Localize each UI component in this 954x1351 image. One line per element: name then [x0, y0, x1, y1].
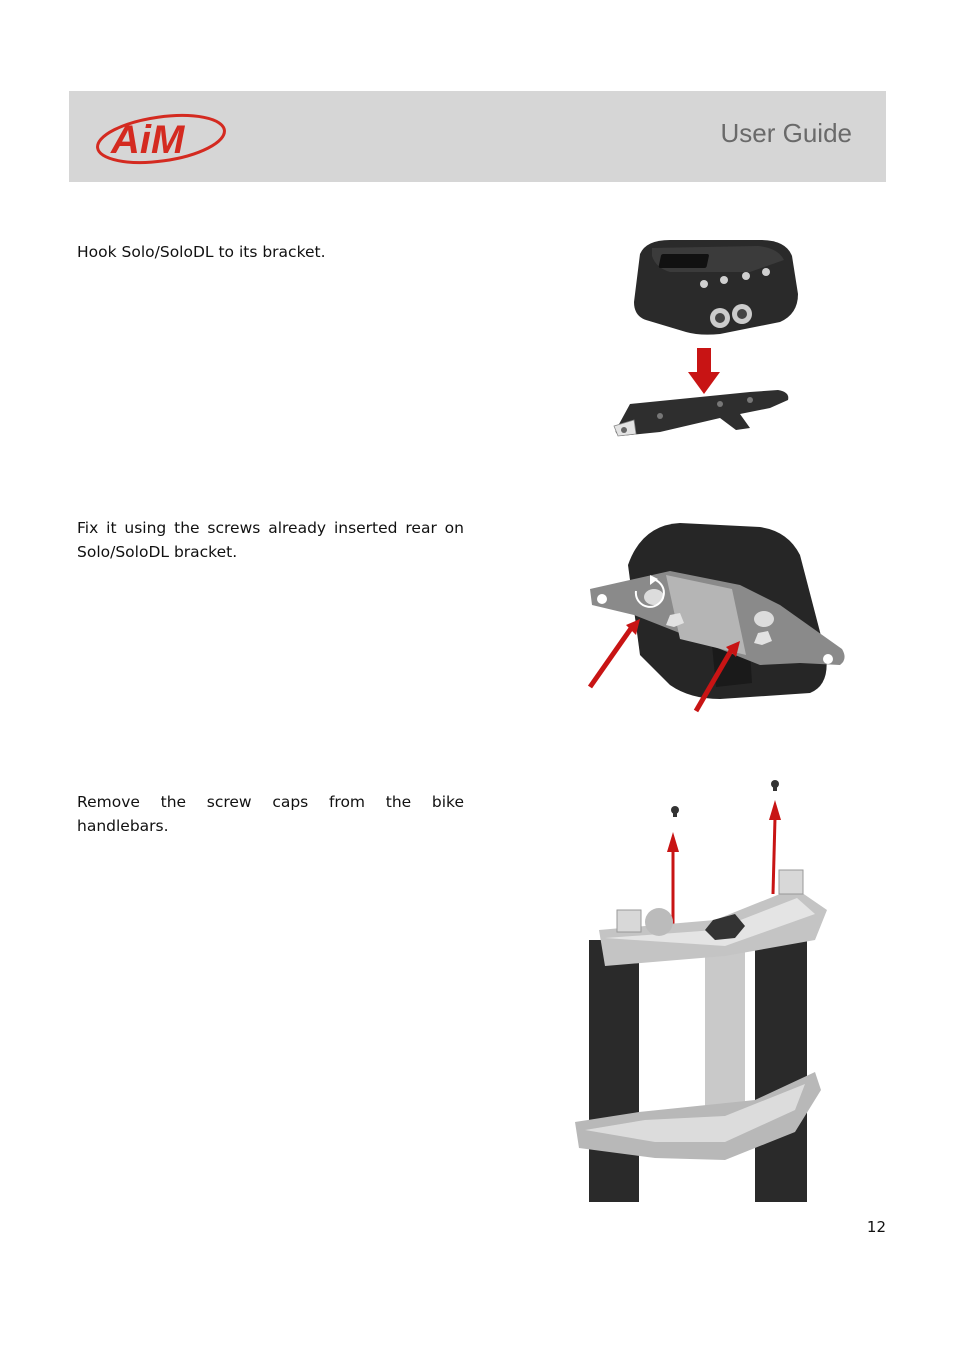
device-on-bracket-illustration [613, 240, 798, 437]
bracket-screws-illustration [587, 523, 845, 713]
page-number: 12 [866, 1218, 886, 1236]
step-1-text: Hook Solo/SoloDL to its bracket. [77, 243, 326, 261]
step-2-text: Fix it using the screws already inserted… [77, 519, 464, 561]
header-band: AiM User Guide [69, 91, 886, 182]
document-title: User Guide [720, 118, 853, 148]
svg-text:AiM: AiM [110, 118, 186, 162]
step-3-line-1: Remove the screw caps from the bike [77, 793, 464, 811]
fork-triple-clamp-illustration [575, 780, 827, 1202]
aim-logo: AiM [96, 113, 226, 165]
step-3-text: Remove the screw caps from the bike handl… [77, 790, 464, 838]
step-3-line-2: handlebars. [77, 817, 169, 835]
